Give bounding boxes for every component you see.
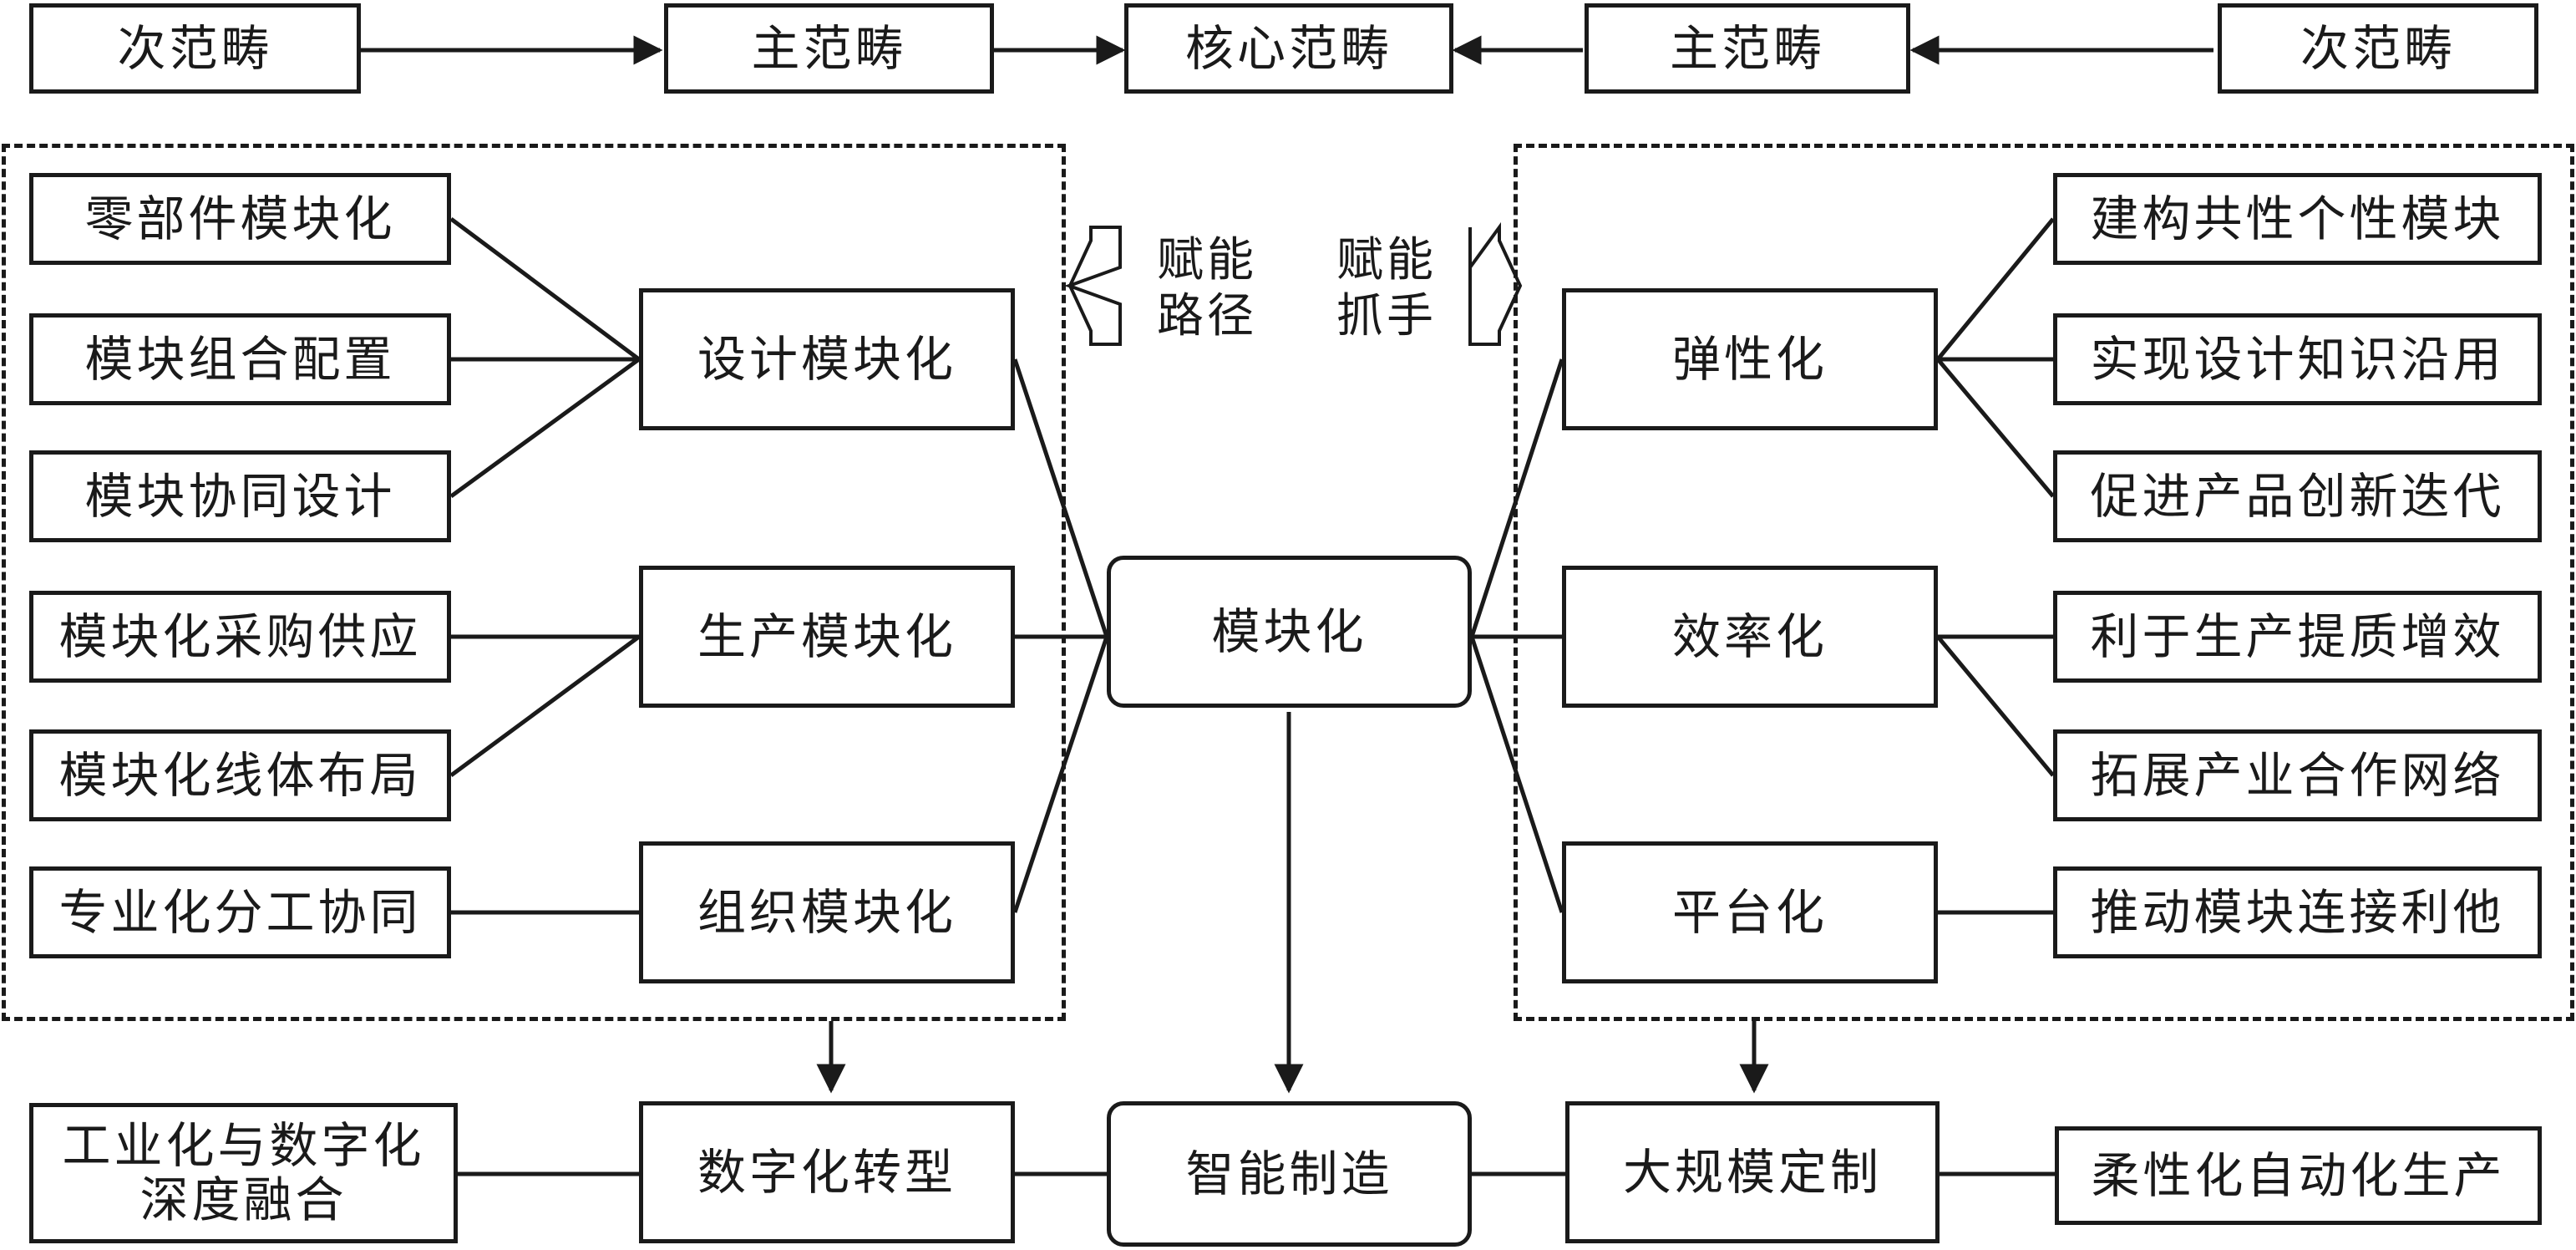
top-left-secondary-category: 次范畴: [29, 3, 361, 94]
smart-manufacturing-label: 智能制造: [1185, 1145, 1393, 1202]
right-leaf-1: 建构共性个性模块: [2053, 173, 2542, 265]
smart-manufacturing-node: 智能制造: [1107, 1101, 1472, 1247]
top-left-main-label: 主范畴: [751, 19, 907, 77]
production-modularization-label: 生产模块化: [697, 607, 956, 665]
left-leaf-5: 模块化线体布局: [29, 729, 451, 821]
bottom-left-outcome-label: 工业化与数字化 深度融合: [62, 1117, 425, 1228]
bottom-right-outcome-label: 柔性化自动化生产: [2091, 1146, 2506, 1204]
design-modularization-node: 设计模块化: [639, 288, 1015, 430]
elasticity-label: 弹性化: [1671, 330, 1828, 388]
left-leaf-1: 零部件模块化: [29, 173, 451, 265]
line-elasticity-leaf3: [1936, 358, 2055, 498]
left-leaf-1-label: 零部件模块化: [84, 190, 396, 247]
right-leaf-2: 实现设计知识沿用: [2053, 313, 2542, 405]
hollow-arrow-right-icon: [1468, 221, 1523, 346]
left-leaf-6: 专业化分工协同: [29, 866, 451, 958]
left-group-frame: [2, 144, 1066, 1021]
modularization-center-node: 模块化: [1107, 556, 1472, 708]
left-leaf-2: 模块组合配置: [29, 313, 451, 405]
right-leaf-6-label: 推动模块连接利他: [2090, 883, 2505, 941]
mass-customization-node: 大规模定制: [1565, 1101, 1940, 1243]
right-leaf-3: 促进产品创新迭代: [2053, 450, 2542, 542]
mass-customization-label: 大规模定制: [1622, 1143, 1882, 1201]
top-right-main-label: 主范畴: [1669, 19, 1825, 77]
right-leaf-6: 推动模块连接利他: [2053, 866, 2542, 958]
left-leaf-6-label: 专业化分工协同: [58, 883, 422, 941]
line-leaf3-design: [449, 357, 641, 499]
digital-transformation-label: 数字化转型: [697, 1143, 956, 1201]
side-label-enabling-lever: 赋能 抓手: [1336, 233, 1437, 344]
platform-label: 平台化: [1671, 883, 1828, 941]
digital-transformation-node: 数字化转型: [639, 1101, 1015, 1243]
modularization-center-label: 模块化: [1211, 602, 1367, 660]
right-leaf-4: 利于生产提质增效: [2053, 591, 2542, 683]
efficiency-node: 效率化: [1562, 566, 1938, 708]
line-leaf1-design: [449, 216, 641, 362]
organization-modularization-label: 组织模块化: [697, 883, 956, 941]
platform-node: 平台化: [1562, 841, 1938, 983]
bottom-left-outcome: 工业化与数字化 深度融合: [29, 1103, 458, 1243]
design-modularization-label: 设计模块化: [697, 330, 956, 388]
right-group-frame: [1514, 144, 2574, 1021]
hollow-arrow-left-icon: [1064, 226, 1122, 346]
production-modularization-node: 生产模块化: [639, 566, 1015, 708]
right-leaf-5: 拓展产业合作网络: [2053, 729, 2542, 821]
right-leaf-3-label: 促进产品创新迭代: [2090, 467, 2505, 525]
bottom-right-outcome: 柔性化自动化生产: [2055, 1126, 2542, 1225]
line-efficiency-leaf5: [1936, 635, 2055, 777]
side-label-enabling-path: 赋能 路径: [1157, 233, 1257, 344]
left-leaf-2-label: 模块组合配置: [84, 330, 396, 388]
line-design-center: [1012, 358, 1109, 638]
left-leaf-4-label: 模块化采购供应: [58, 607, 422, 665]
left-leaf-5-label: 模块化线体布局: [58, 746, 422, 804]
line-elasticity-leaf1: [1936, 217, 2055, 361]
top-core-label: 核心范畴: [1184, 19, 1392, 77]
right-leaf-1-label: 建构共性个性模块: [2090, 190, 2505, 247]
top-right-secondary-category: 次范畴: [2218, 3, 2538, 94]
left-leaf-4: 模块化采购供应: [29, 591, 451, 683]
elasticity-node: 弹性化: [1562, 288, 1938, 430]
line-leaf5-production: [449, 634, 641, 778]
top-core-category: 核心范畴: [1124, 3, 1453, 94]
top-right-main-category: 主范畴: [1585, 3, 1910, 94]
right-leaf-2-label: 实现设计知识沿用: [2090, 330, 2505, 388]
left-leaf-3-label: 模块协同设计: [84, 467, 396, 525]
top-left-secondary-label: 次范畴: [117, 19, 273, 77]
line-organization-center: [1012, 636, 1109, 913]
efficiency-label: 效率化: [1671, 607, 1828, 665]
right-leaf-5-label: 拓展产业合作网络: [2090, 746, 2505, 804]
top-right-secondary-label: 次范畴: [2300, 19, 2456, 77]
top-left-main-category: 主范畴: [664, 3, 994, 94]
right-leaf-4-label: 利于生产提质增效: [2090, 607, 2505, 665]
left-leaf-3: 模块协同设计: [29, 450, 451, 542]
organization-modularization-node: 组织模块化: [639, 841, 1015, 983]
